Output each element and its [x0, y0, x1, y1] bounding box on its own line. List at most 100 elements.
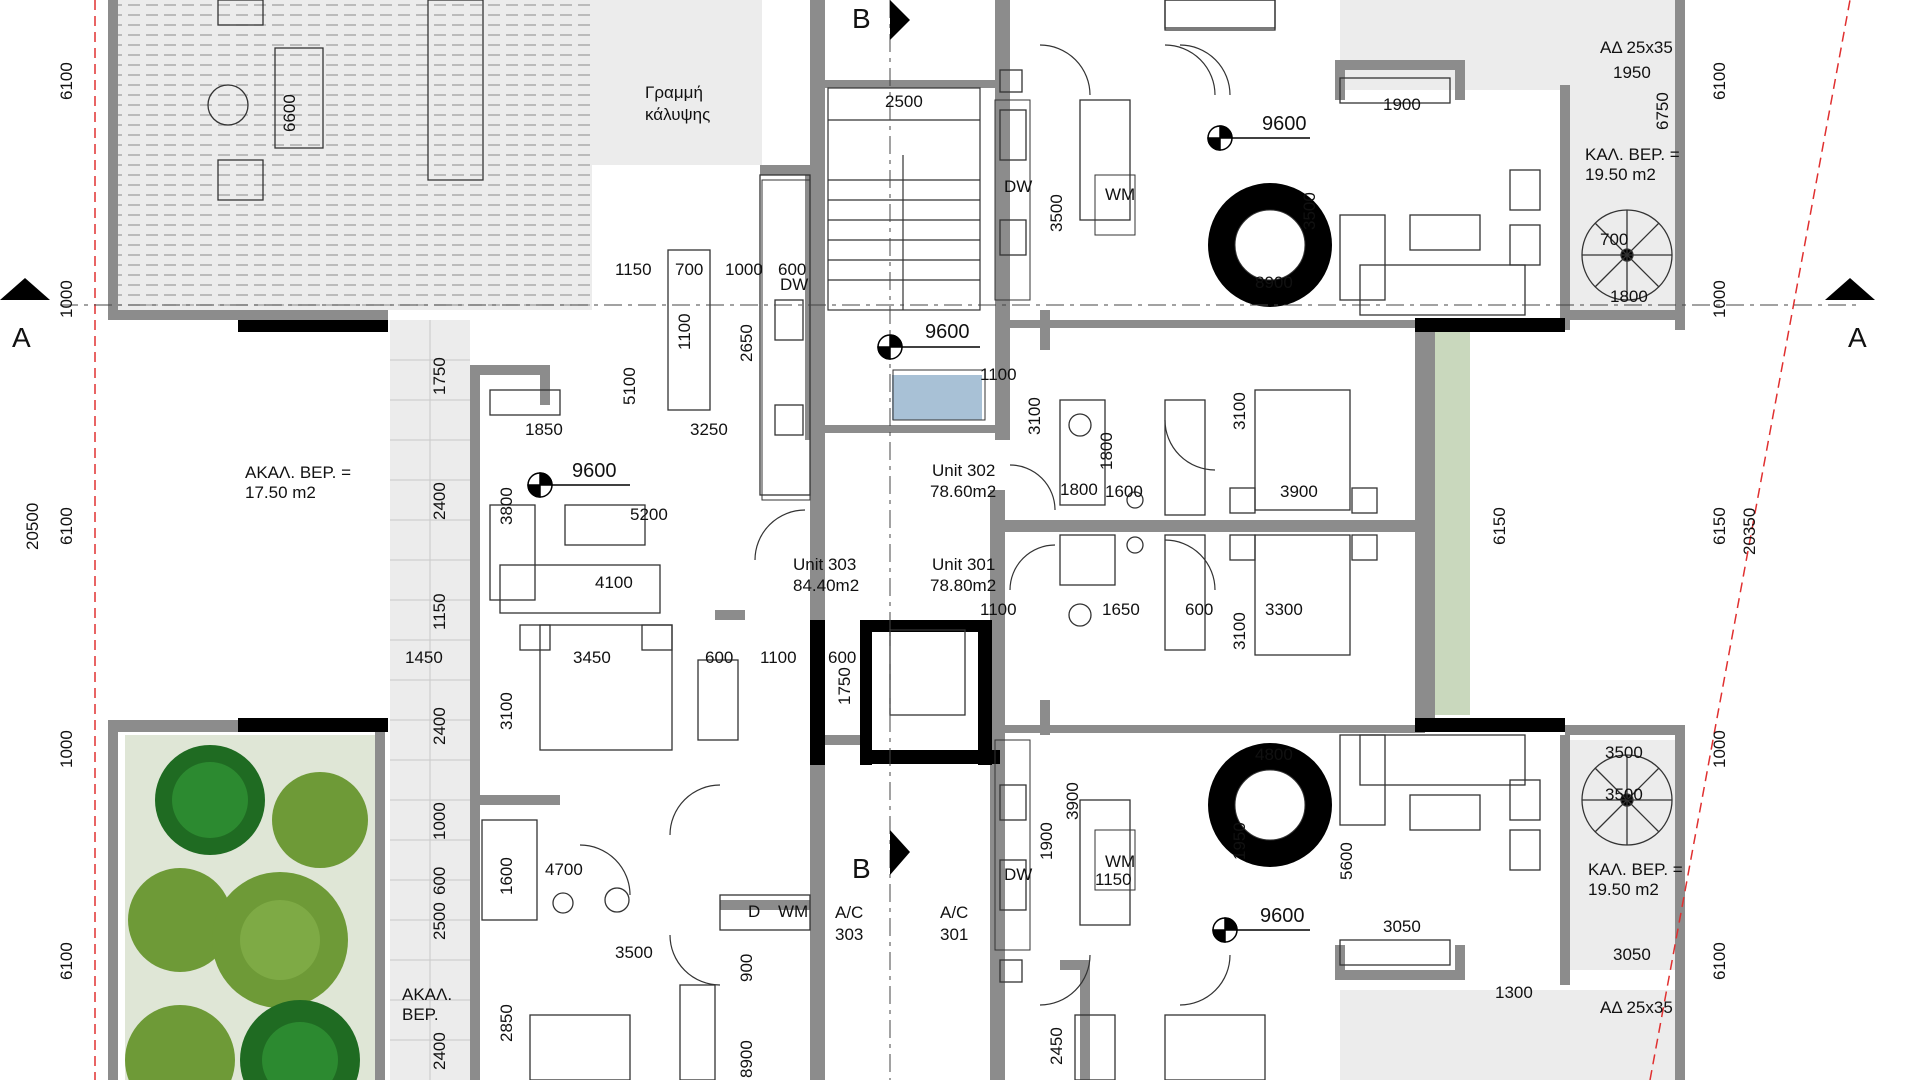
svg-text:2400: 2400: [430, 707, 449, 745]
ac-303-label: A/C: [835, 903, 863, 922]
unit-302-label: Unit 302: [932, 461, 995, 480]
level-markers: [527, 125, 1310, 943]
accessible-space: [892, 375, 982, 420]
svg-text:6100: 6100: [57, 942, 76, 980]
svg-text:2400: 2400: [430, 482, 449, 520]
terrace-top-left-plain: [592, 0, 762, 165]
terrace-top-right: [1340, 0, 1680, 90]
dimension-label: 600: [1185, 600, 1213, 619]
svg-text:3900: 3900: [1063, 782, 1082, 820]
dimension-label: 4100: [595, 573, 633, 592]
svg-text:20500: 20500: [23, 503, 42, 550]
dimension-label: 1150: [1095, 870, 1132, 889]
svg-text:6600: 6600: [280, 94, 299, 132]
furniture: [207, 0, 1541, 1080]
uncovered-veranda-bottom-label: ΑΚΑΛ.: [402, 985, 452, 1004]
dimension-label: 1000: [725, 260, 763, 279]
ad-label-top: ΑΔ 25x35: [1600, 38, 1673, 57]
dimension-label: 1150: [615, 260, 652, 279]
dimension-label: 3050: [1613, 945, 1651, 964]
dimension-label: 4700: [545, 860, 583, 879]
dimension-label: 1600: [1105, 482, 1143, 501]
dimension-label: 700: [1600, 230, 1628, 249]
dimension-label: 1300: [1495, 983, 1533, 1002]
staircase: [827, 87, 981, 311]
uncovered-veranda-bottom-label-2: ΒΕΡ.: [402, 1005, 439, 1024]
svg-text:5600: 5600: [1337, 842, 1356, 880]
dimension-label: 3050: [1383, 917, 1421, 936]
svg-text:1100: 1100: [675, 313, 694, 350]
ac-301-label: A/C: [940, 903, 968, 922]
svg-text:6100: 6100: [1710, 62, 1729, 100]
svg-text:2450: 2450: [1047, 1027, 1066, 1065]
dimension-label: 1950: [1613, 63, 1651, 82]
unit-303-area: 84.40m2: [793, 576, 859, 595]
dimension-label: 1900: [1383, 95, 1421, 114]
terrace-mid-right: [1565, 90, 1685, 315]
svg-text:6100: 6100: [57, 507, 76, 545]
svg-text:3800: 3800: [497, 487, 516, 525]
svg-text:600: 600: [430, 867, 449, 895]
dimension-label: 1100: [980, 600, 1017, 619]
structural-walls: [238, 318, 1565, 765]
dimension-label: 1800: [1060, 480, 1098, 499]
svg-text:2650: 2650: [737, 324, 756, 362]
svg-text:3100: 3100: [497, 692, 516, 730]
dimension-label: 8900: [1255, 273, 1293, 292]
svg-text:6100: 6100: [1710, 942, 1729, 980]
dimension-label: 3500: [615, 943, 653, 962]
svg-text:1000: 1000: [430, 802, 449, 840]
roof-line-label-2: κάλυψης: [645, 105, 710, 124]
svg-text:5100: 5100: [620, 367, 639, 405]
washer-label-bottom: WM: [1105, 852, 1135, 871]
svg-text:1600: 1600: [497, 857, 516, 895]
dimension-label: 1650: [1102, 600, 1140, 619]
roof-line-label: Γραμμή: [645, 83, 703, 102]
section-mark-b-bottom: B: [852, 853, 871, 884]
unit-303-label: Unit 303: [793, 555, 856, 574]
dimension-label: 3450: [573, 648, 611, 667]
dimension-label: 1850: [525, 420, 563, 439]
uncovered-veranda-label: ΑΚΑΛ. ΒΕΡ. =: [245, 463, 351, 482]
spiral-stairs: [1581, 209, 1673, 846]
svg-text:3100: 3100: [1025, 397, 1044, 435]
ac-303-number: 303: [835, 925, 863, 944]
washer-label-left: WM: [778, 902, 808, 921]
dimension-label: 700: [675, 260, 703, 279]
dimension-label: 1100: [760, 648, 797, 667]
svg-text:1150: 1150: [430, 593, 449, 630]
svg-text:1950: 1950: [1230, 822, 1249, 860]
dimension-label: 3300: [1265, 600, 1303, 619]
dimension-label: 1100: [980, 365, 1017, 384]
svg-text:6100: 6100: [57, 62, 76, 100]
unit-301-label: Unit 301: [932, 555, 995, 574]
svg-text:1900: 1900: [1037, 822, 1056, 860]
doors: [579, 44, 1231, 1006]
section-mark-a-right: A: [1848, 322, 1867, 353]
section-arrows: [0, 0, 1875, 875]
covered-veranda-bottom-label: ΚΑΛ. ΒΕΡ. =: [1588, 860, 1683, 879]
walls: [108, 0, 1685, 1080]
terrace-bottom-right-a: [1565, 740, 1685, 970]
section-mark-a-left: A: [12, 322, 31, 353]
svg-text:1000: 1000: [57, 280, 76, 318]
svg-text:900: 900: [737, 954, 756, 982]
washer-label-top: WM: [1105, 185, 1135, 204]
dining-tables: [1208, 183, 1332, 867]
unit-302-area: 78.60m2: [930, 482, 996, 501]
svg-text:3100: 3100: [1230, 612, 1249, 650]
svg-text:3100: 3100: [1230, 392, 1249, 430]
svg-text:1000: 1000: [1710, 280, 1729, 318]
dimension-label: 1800: [1610, 287, 1648, 306]
ac-301-number: 301: [940, 925, 968, 944]
terrace-bottom-right-b: [1340, 990, 1685, 1080]
covered-veranda-top-label: ΚΑΛ. ΒΕΡ. =: [1585, 145, 1680, 164]
level-mark: 9600: [925, 321, 970, 343]
level-mark: 9600: [1262, 113, 1307, 135]
dimension-label: 5200: [630, 505, 668, 524]
svg-text:6150: 6150: [1710, 507, 1729, 545]
svg-text:3500: 3500: [1300, 192, 1319, 230]
dimension-label: 600: [778, 260, 806, 279]
svg-text:1000: 1000: [57, 730, 76, 768]
svg-text:6750: 6750: [1653, 92, 1672, 130]
